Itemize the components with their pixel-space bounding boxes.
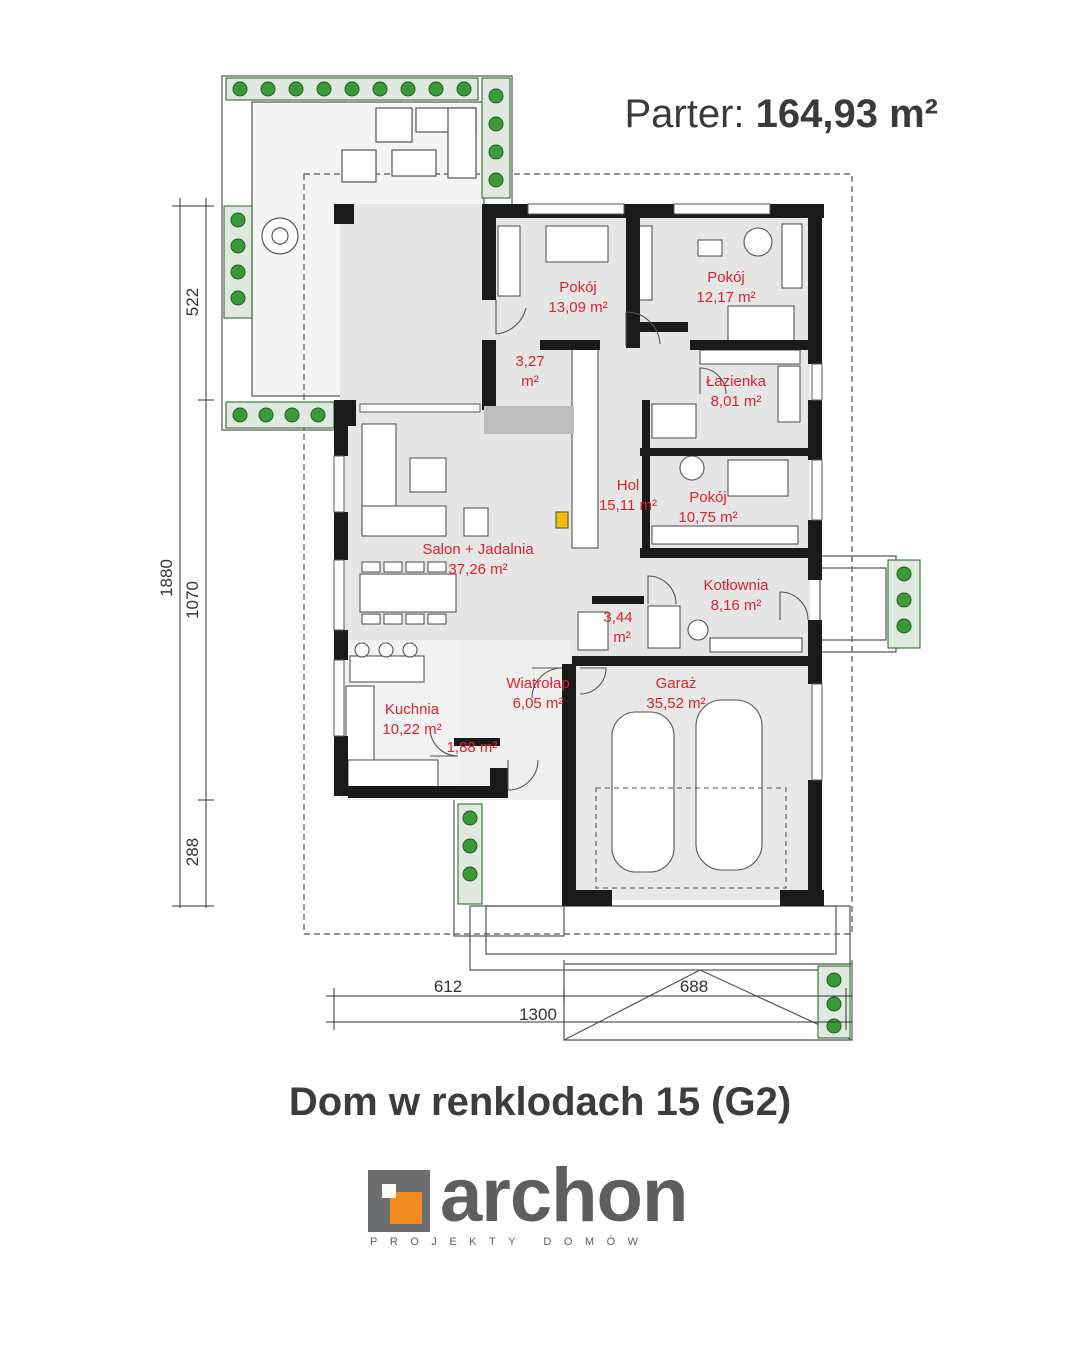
dim-middle: 1070 — [183, 581, 202, 619]
room-lazienka-name: Łazienka — [706, 373, 767, 390]
room-salon-name: Salon + Jadalnia — [422, 541, 534, 558]
room-garaz-area: 35,52 m² — [646, 695, 705, 712]
dimension-labels: 1880 522 1070 288 612 688 1300 — [157, 288, 708, 1024]
plant-beds — [223, 77, 921, 1039]
room-pokoj3-name: Pokój — [689, 489, 727, 506]
dim-total-height: 1880 — [157, 559, 176, 597]
door-swings — [429, 300, 809, 791]
room-hol-area: 15,11 m² — [599, 497, 657, 514]
dim-bottom-right: 688 — [680, 977, 708, 996]
room-salon-area: 37,26 m² — [448, 561, 507, 578]
room-pokoj2-area: 12,17 m² — [696, 289, 755, 306]
dim-bottom-left: 612 — [434, 977, 462, 996]
logo-mark-icon — [368, 1170, 430, 1232]
floor-area-value: 164,93 m² — [755, 92, 938, 136]
room-kotlownia-name: Kotłownia — [703, 577, 769, 594]
logo-wordmark: archon — [440, 1153, 688, 1238]
room-pokoj1-area: 13,09 m² — [548, 299, 607, 316]
room-pokoj1-name: Pokój — [559, 279, 597, 296]
room-wc-name: 3,44 — [603, 609, 632, 626]
logo-tagline: PROJEKTY DOMÓW — [370, 1236, 651, 1248]
room-garderoba-area: m² — [521, 373, 539, 390]
dim-upper: 522 — [183, 288, 202, 316]
room-wiatrolap-area: 6,05 m² — [513, 695, 564, 712]
room-pokoj2-name: Pokój — [707, 269, 745, 286]
room-kotlownia-area: 8,16 m² — [711, 597, 762, 614]
room-garderoba-name: 3,27 — [515, 353, 544, 370]
room-lazienka-area: 8,01 m² — [711, 393, 762, 410]
archon-logo[interactable]: archon PROJEKTY DOMÓW — [368, 1153, 728, 1260]
dim-total-width: 1300 — [519, 1005, 557, 1024]
room-hol-name: Hol — [617, 477, 640, 494]
room-wiatrolap-name: Wiatrołap — [506, 675, 569, 692]
room-pokoj3-area: 10,75 m² — [678, 509, 737, 526]
room-labels: Pokój 13,09 m² Pokój 12,17 m² 3,27 m² Ła… — [382, 269, 769, 756]
floor-area-label: Parter: — [624, 92, 745, 136]
room-garaz-name: Garaż — [656, 675, 697, 692]
room-wc-area: m² — [613, 629, 631, 646]
room-spizarnia-name: 1,88 m² — [447, 739, 498, 756]
dimension-lines — [172, 198, 852, 1030]
room-kuchnia-area: 10,22 m² — [382, 721, 441, 738]
dim-lower: 288 — [183, 838, 202, 866]
floor-area-heading: Parter: 164,93 m² — [624, 92, 938, 137]
windows — [333, 203, 823, 781]
room-kuchnia-name: Kuchnia — [385, 701, 440, 718]
project-title: Dom w renklodach 15 (G2) — [288, 1080, 792, 1124]
